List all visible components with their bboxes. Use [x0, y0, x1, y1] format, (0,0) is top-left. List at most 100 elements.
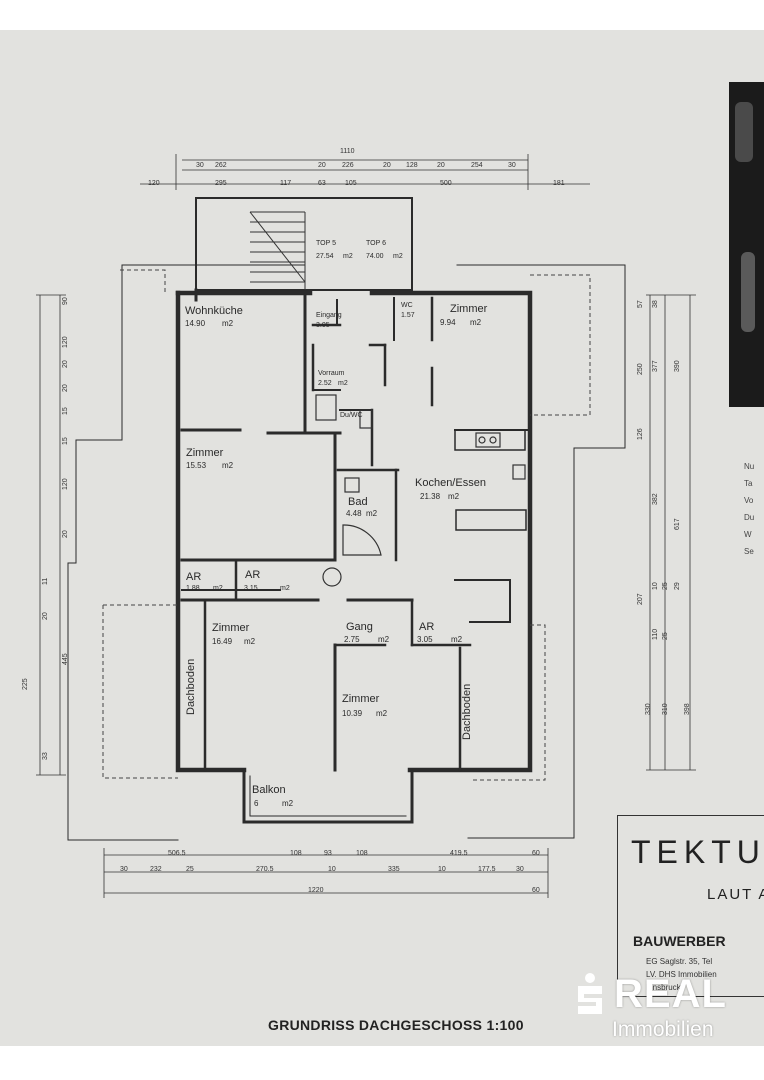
dim-label: 226	[342, 162, 354, 169]
room-unit: m2	[222, 461, 234, 470]
logo-name: REAL	[614, 972, 727, 1016]
dim-label: 1110	[340, 148, 355, 155]
room-unit: m2	[366, 509, 378, 518]
dim-label: 232	[150, 866, 162, 873]
dim-label: 108	[290, 850, 302, 857]
dim-label: 25	[662, 582, 669, 590]
dim-label: 10	[328, 866, 336, 873]
room-unit: m2	[448, 492, 460, 501]
room-area: 16.49	[212, 637, 233, 646]
dim-label: 207	[637, 593, 644, 605]
room-area: 10.39	[342, 709, 363, 718]
title-block-owner: BAUWERBER	[633, 933, 726, 949]
room-unit: m2	[280, 585, 290, 592]
dim-label: 419.5	[450, 850, 468, 857]
dim-label: 377	[652, 360, 659, 372]
room-name: Zimmer	[450, 303, 488, 315]
room-unit: m2	[470, 318, 482, 327]
dachboden-label: Dachboden	[461, 683, 473, 740]
corner-photo	[729, 82, 764, 407]
dim-label: 181	[553, 180, 565, 187]
dim-label: 128	[406, 162, 418, 169]
dachboden-label: Dachboden	[185, 658, 197, 715]
dim-label: 11	[42, 577, 49, 585]
room-area: 2.75	[344, 635, 360, 644]
dim-label: 29	[674, 582, 681, 590]
room-name: AR	[245, 569, 261, 581]
room-area: 4.48	[346, 509, 362, 518]
plan-caption: GRUNDRISS DACHGESCHOSS 1:100	[268, 1017, 524, 1033]
dim-label: 15	[62, 407, 69, 415]
top-6-value: 74.00	[366, 253, 384, 260]
top-5-label: TOP 5	[316, 240, 336, 247]
dim-label: 445	[62, 653, 69, 665]
dim-label: 506.5	[168, 850, 186, 857]
dim-label: 60	[532, 887, 540, 894]
dim-label: 390	[674, 360, 681, 372]
s-real-logo: REAL Immobilien	[570, 972, 755, 1044]
room-area: 3.05	[316, 322, 330, 329]
dim-label: 38	[652, 300, 659, 308]
dim-label: 20	[62, 384, 69, 392]
dim-label: 20	[383, 162, 391, 169]
room-unit: m2	[451, 635, 463, 644]
dim-label: 30	[120, 866, 128, 873]
dim-label: 20	[437, 162, 445, 169]
dim-label: 25	[186, 866, 194, 873]
dim-label: 110	[652, 628, 659, 640]
title-block-subtitle: LAUT A	[707, 886, 764, 903]
dim-label: 270.5	[256, 866, 274, 873]
room-area: 3.15	[244, 585, 258, 592]
title-block-line: EG Saglstr. 35, Tel	[646, 957, 713, 966]
side-note: Nu	[744, 462, 755, 471]
title-block-title: TEKTU	[631, 834, 764, 870]
dim-label: 20	[62, 530, 69, 538]
title-block-line: LV. DHS Immobilien	[646, 970, 717, 979]
side-note: W	[744, 530, 752, 539]
room-name: Eingang	[316, 312, 342, 319]
top-5-value: 27.54	[316, 253, 334, 260]
side-notes: Nu Ta Vo Du W Se	[744, 462, 764, 564]
room-name: AR	[419, 621, 435, 633]
dim-label: 93	[324, 850, 332, 857]
sparkasse-s-icon	[578, 973, 602, 1014]
dim-label: 15	[62, 437, 69, 445]
room-unit: m2	[244, 637, 256, 646]
room-name: Kochen/Essen	[415, 477, 486, 489]
dim-label: 30	[196, 162, 204, 169]
dim-label: 310	[662, 703, 669, 715]
dim-label: 126	[637, 428, 644, 440]
title-block-line: Innsbruck	[646, 983, 681, 992]
dim-label: 20	[318, 162, 326, 169]
room-unit: m2	[338, 380, 348, 387]
room-unit: m2	[213, 585, 223, 592]
dim-label: 177.5	[478, 866, 496, 873]
dim-label: 30	[508, 162, 516, 169]
dim-label: 120	[62, 336, 69, 348]
dim-label: 33	[42, 752, 49, 760]
dim-label: 57	[637, 300, 644, 308]
dim-label: 250	[637, 363, 644, 375]
dim-label: 254	[471, 162, 483, 169]
room-area: 2.52	[318, 380, 332, 387]
side-note: Vo	[744, 496, 754, 505]
top-5-unit: m2	[343, 253, 353, 260]
dim-label: 20	[42, 612, 49, 620]
dim-label: 108	[356, 850, 368, 857]
room-unit: m2	[376, 709, 388, 718]
room-name: Wohnküche	[185, 305, 243, 317]
logo-subtitle: Immobilien	[612, 1018, 714, 1041]
dim-label: 330	[645, 703, 652, 715]
dim-label: 10	[438, 866, 446, 873]
dim-label: 225	[22, 678, 29, 690]
room-area: 15.53	[186, 461, 207, 470]
room-unit: m2	[378, 635, 390, 644]
dim-label: 335	[388, 866, 400, 873]
dim-label: 120	[62, 478, 69, 490]
dim-label: 105	[345, 180, 357, 187]
floor-plan-paper	[0, 30, 764, 1046]
dim-label: 382	[652, 493, 659, 505]
room-area: 3.05	[417, 635, 433, 644]
